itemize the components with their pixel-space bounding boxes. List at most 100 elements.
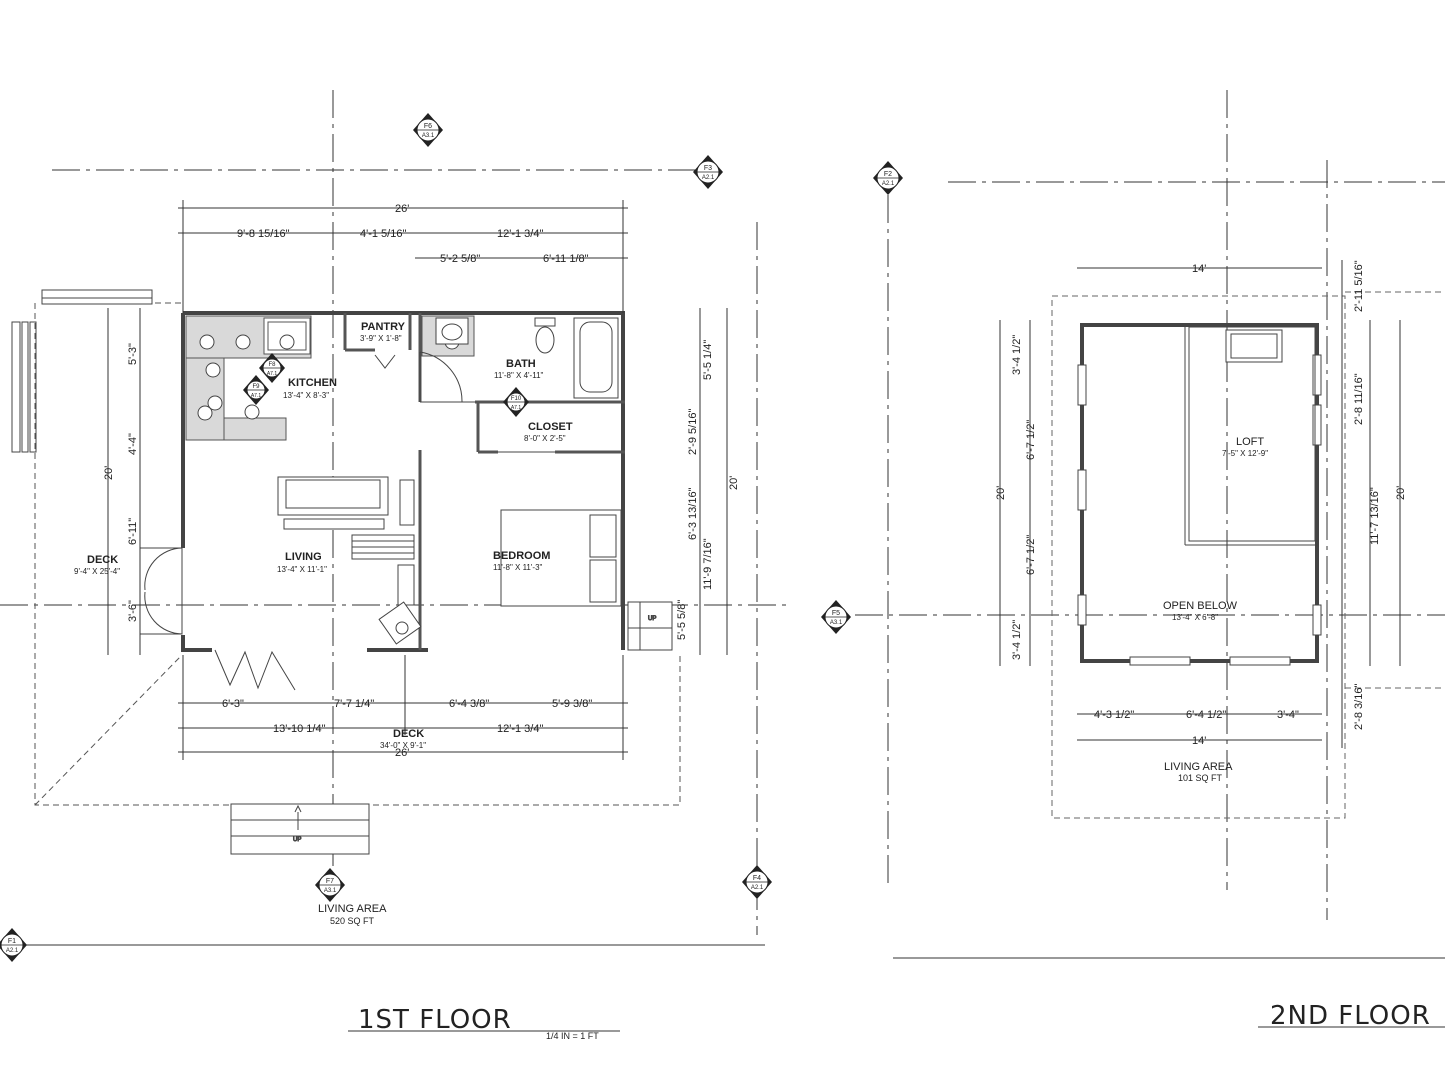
room-bath-name: BATH (506, 358, 536, 370)
dim-right-a: 5'-5 1/4" (702, 340, 714, 380)
room-labels: PANTRY 3'-9" X 1'-8" KITCHEN 13'-4" X 8'… (74, 321, 573, 750)
outline-below (1051, 291, 1445, 819)
dim-left-b: 4'-4" (127, 433, 139, 455)
section-marker-sheet: A7.1 (251, 393, 262, 399)
second-floor-title-block: LIVING AREA 101 SQ FT 2ND FLOOR (1164, 761, 1445, 1031)
dim-right-overall: 20' (728, 476, 740, 490)
dim-bot-c: 6'-4 3/8" (449, 698, 489, 710)
grid-lines-2 (855, 90, 1445, 959)
dimension-labels: 26' 9'-8 15/16" 4'-1 5/16" 12'-1 3/4" 5'… (103, 203, 740, 759)
dim-bot-e: 13'-10 1/4" (273, 723, 326, 735)
section-marker-sheet: A2.1 (702, 175, 715, 181)
floor2-living-area-label: LIVING AREA (1164, 761, 1233, 773)
section-marker-id: F9 (252, 384, 260, 390)
dim2-left-b: 6'-7 1/2" (1025, 420, 1037, 460)
section-marker-id: F5 (832, 610, 840, 617)
room-closet-size: 8'-0" X 2'-5" (524, 434, 566, 443)
room-pantry-name: PANTRY (361, 321, 406, 333)
dim-bot-d: 5'-9 3/8" (552, 698, 592, 710)
floor1-scale: 1/4 IN = 1 FT (546, 1031, 599, 1041)
exterior-walls (181, 311, 625, 652)
room-loft-name: LOFT (1236, 436, 1264, 448)
section-marker-sheet: A7.1 (511, 405, 522, 411)
bed (500, 509, 622, 607)
room-loft-size: 7'-5" X 12'-9" (1222, 449, 1268, 458)
dim2-left-a: 3'-4 1/2" (1011, 335, 1023, 375)
room-bedroom-name: BEDROOM (493, 550, 550, 562)
dimension-labels-2: 14' 4'-3 1/2" 6'-4 1/2" 3'-4" 14' 20' 3'… (995, 260, 1407, 747)
room-deck-side-name: DECK (87, 554, 118, 566)
dimension-lines (107, 200, 728, 760)
side-door (139, 547, 183, 635)
dim2-bot-a: 4'-3 1/2" (1094, 709, 1134, 721)
dimension-lines-2 (999, 260, 1401, 748)
windows-2 (1077, 354, 1322, 666)
second-floor-plan: 14' 4'-3 1/2" 6'-4 1/2" 3'-4" 14' 20' 3'… (855, 90, 1445, 1031)
loft-area (1184, 326, 1316, 546)
living-furniture (277, 476, 422, 645)
stair-up-label-2: UP (648, 616, 656, 622)
room-closet-name: CLOSET (528, 421, 573, 433)
section-marker-sheet: A2.1 (882, 181, 895, 187)
dim-top-d: 5'-2 5/8" (440, 253, 480, 265)
room-bath-size: 11'-8" X 4'-11" (494, 371, 544, 380)
dim-left-c: 6'-11" (127, 518, 139, 545)
section-marker-sheet: A3.1 (830, 620, 843, 626)
dim2-right-b: 2'-8 11/16" (1353, 373, 1365, 425)
dim2-right-d: 2'-8 3/16" (1353, 684, 1365, 730)
dim2-left-overall: 20' (995, 486, 1007, 500)
front-stairs: UP (230, 803, 370, 855)
dim-bot-b: 7'-7 1/4" (334, 698, 374, 710)
section-marker-id: F3 (704, 165, 712, 172)
dim-right-e: 5'-5 5/8" (676, 600, 688, 640)
section-marker-sheet: A3.1 (324, 888, 337, 894)
room-open-below-size: 13'-4" X 6'-8" (1172, 613, 1218, 622)
section-marker-sheet: A2.1 (6, 948, 19, 954)
room-kitchen-name: KITCHEN (288, 377, 337, 389)
section-marker-sheet: A3.1 (422, 133, 435, 139)
section-marker-id: F6 (424, 123, 432, 130)
section-marker-id: F1 (8, 938, 16, 945)
room-open-below-name: OPEN BELOW (1163, 600, 1238, 612)
dim2-right-overall: 20' (1395, 486, 1407, 500)
room-pantry-size: 3'-9" X 1'-8" (360, 334, 402, 343)
dim-top-b: 4'-1 5/16" (360, 228, 406, 240)
section-marker-id: F10 (511, 396, 522, 402)
dim2-right-c: 11'-7 13/16" (1369, 487, 1381, 545)
section-marker-id: F8 (268, 362, 276, 368)
room-deck-front-size: 34'-0" X 9'-1" (380, 741, 426, 750)
dim2-bot-c: 3'-4" (1277, 709, 1299, 721)
dim2-left-d: 3'-4 1/2" (1011, 620, 1023, 660)
section-marker-id: F7 (326, 878, 334, 885)
dim-bot-a: 6'-3" (222, 698, 244, 710)
floor1-living-area-label: LIVING AREA (318, 903, 387, 915)
dim-right-d: 11'-9 7/16" (702, 538, 714, 590)
dim-top-overall: 26' (395, 203, 409, 215)
dim2-left-c: 6'-7 1/2" (1025, 535, 1037, 575)
dim2-bot-overall: 14' (1192, 735, 1206, 747)
room-deck-side-size: 9'-4" X 25'-4" (74, 567, 120, 576)
floor1-title: 1ST FLOOR (358, 1005, 512, 1035)
floor1-living-area-value: 520 SQ FT (330, 916, 375, 926)
floor2-title: 2ND FLOOR (1270, 1001, 1431, 1031)
side-deck-railing (11, 289, 153, 453)
dim-top-e: 6'-11 1/8" (543, 253, 589, 265)
room-living-size: 13'-4" X 11'-1" (277, 565, 327, 574)
dim2-top-overall: 14' (1192, 263, 1206, 275)
section-marker-sheet: A7.1 (267, 371, 278, 377)
dim-left-d: 3'-6" (127, 600, 139, 622)
section-marker-id: F2 (884, 171, 892, 178)
room-deck-front-name: DECK (393, 728, 424, 740)
section-marker-sheet: A2.1 (751, 885, 764, 891)
folding-doors (214, 649, 296, 691)
front-stair-up-label: UP (293, 837, 301, 843)
